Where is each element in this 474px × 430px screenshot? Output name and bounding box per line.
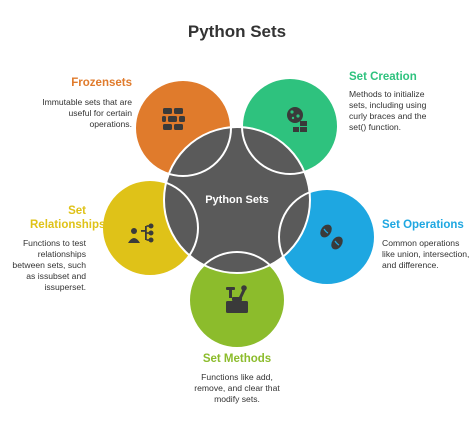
cookie-blocks-icon [287,107,307,132]
bricks-icon [162,108,185,130]
beans-icon [320,224,343,250]
set-creation-description: Methods to initialize sets, including us… [349,89,427,132]
set-operations-description: Common operations like union, intersecti… [382,238,470,270]
set-methods-description: Functions like add, remove, and clear th… [194,372,280,404]
center-circle [163,126,311,274]
page-title: Python Sets [187,22,287,41]
center-label: Python Sets [205,194,269,206]
set-creation-label: Set Creation [349,71,417,83]
frozensets-description: Immutable sets that are useful for certa… [42,97,132,129]
set-relationships-label: Set Relationships [30,205,106,231]
relationship-icon [128,223,154,243]
set-methods-label: Set Methods [202,353,272,365]
frozensets-label: Frozensets [71,77,132,89]
set-relationships-description: Functions to test relationships between … [12,238,86,292]
toolbox-icon [226,285,248,313]
set-operations-label: Set Operations [382,219,464,231]
